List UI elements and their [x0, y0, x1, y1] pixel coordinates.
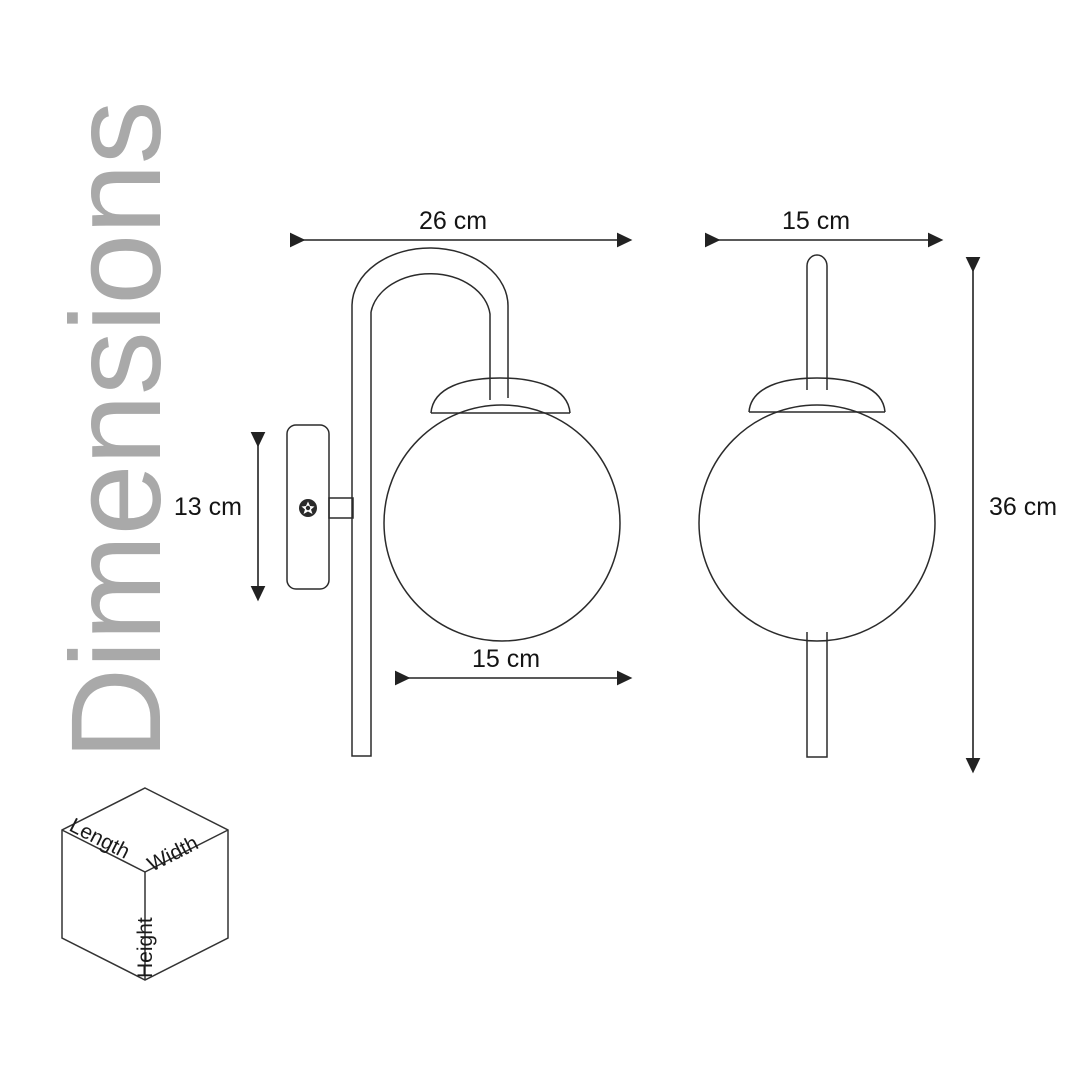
front-view-drawing: 15 cm 36 cm [698, 207, 1057, 774]
screw-icon [299, 499, 317, 517]
dimension-26cm: 26 cm [290, 207, 633, 248]
cube-height-label: Height [134, 917, 157, 978]
cube-width-label: Width [144, 832, 202, 877]
globe-sphere [383, 404, 621, 642]
cube-length-label: Length [66, 814, 134, 864]
lamp-arm-inner-curve [370, 272, 491, 400]
dimension-13cm-label: 13 cm [174, 493, 242, 521]
front-upper-tube [806, 254, 828, 390]
page-title: Dimensions [45, 101, 188, 760]
lamp-arm-outer-curve [351, 247, 509, 398]
dimension-cube-icon: Length Width Height [61, 787, 229, 981]
dimension-15cm-globe: 15 cm [395, 645, 633, 686]
dimension-15cm-front: 15 cm [705, 207, 944, 248]
dimension-36cm: 36 cm [965, 257, 1057, 774]
lamp-arm-outer-leg [351, 305, 372, 757]
dimension-36cm-label: 36 cm [989, 493, 1057, 521]
globe-cap [430, 377, 571, 414]
side-view-drawing: 26 cm 13 cm 15 cm [174, 207, 633, 757]
wall-plate-connector [328, 497, 354, 519]
front-globe-sphere [698, 404, 936, 642]
dimension-26cm-label: 26 cm [419, 207, 487, 235]
dimension-15cm-globe-label: 15 cm [472, 645, 540, 673]
front-lower-tube [806, 632, 828, 758]
dimension-13cm: 13 cm [174, 432, 266, 602]
dimension-15cm-front-label: 15 cm [782, 207, 850, 235]
page-title-group: Dimensions [45, 101, 188, 760]
front-globe-cap [748, 377, 886, 413]
